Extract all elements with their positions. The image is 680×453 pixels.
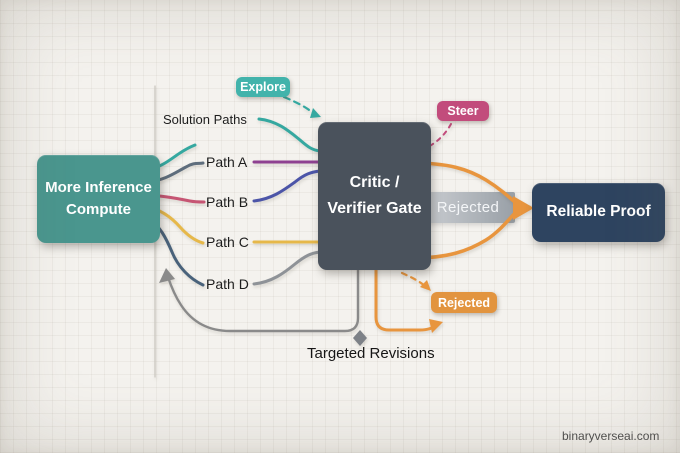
steer-badge: Steer bbox=[437, 101, 489, 121]
watermark-text: binaryverseai.com bbox=[562, 429, 660, 443]
node-critic-verifier-gate: Critic / Verifier Gate bbox=[318, 122, 431, 270]
revision-return-line bbox=[166, 266, 360, 333]
node-reliable-proof: Reliable Proof bbox=[532, 183, 665, 242]
reject-hook-line bbox=[374, 266, 438, 332]
accept-arrowhead bbox=[513, 196, 534, 220]
reject-dashed-arrowhead bbox=[420, 280, 431, 291]
revision-return-arrowhead bbox=[159, 268, 175, 283]
wire-path-d-to-gate bbox=[252, 250, 322, 286]
rejected-banner: Rejected bbox=[421, 192, 515, 223]
explore-badge: Explore bbox=[236, 77, 290, 97]
fan-line-path-a bbox=[146, 161, 205, 184]
steer-dashed-line bbox=[427, 123, 452, 148]
label-solution-paths: Solution Paths bbox=[163, 112, 247, 127]
targeted-revisions-caption: Targeted Revisions bbox=[307, 345, 435, 362]
rejected-badge: Rejected bbox=[431, 292, 497, 313]
label-path-a: Path A bbox=[206, 154, 248, 170]
wire-solution-paths-to-gate bbox=[257, 117, 322, 153]
label-path-c: Path C bbox=[206, 234, 249, 250]
explore-dashed-line bbox=[282, 95, 315, 115]
reject-dashed-line bbox=[400, 271, 427, 288]
revision-diamond bbox=[353, 330, 367, 346]
label-path-d: Path D bbox=[206, 276, 249, 292]
explore-arrowhead bbox=[310, 108, 321, 118]
fan-line-path-b bbox=[146, 193, 206, 204]
wire-path-b-to-gate bbox=[252, 169, 322, 203]
accept-arrow-bottom bbox=[411, 209, 519, 260]
reject-hook-arrowhead bbox=[429, 319, 443, 333]
fan-line-solution-paths bbox=[146, 143, 197, 172]
accept-arrow-top bbox=[411, 161, 519, 206]
node-more-inference-compute: More Inference Compute bbox=[37, 155, 160, 243]
label-path-b: Path B bbox=[206, 194, 249, 210]
